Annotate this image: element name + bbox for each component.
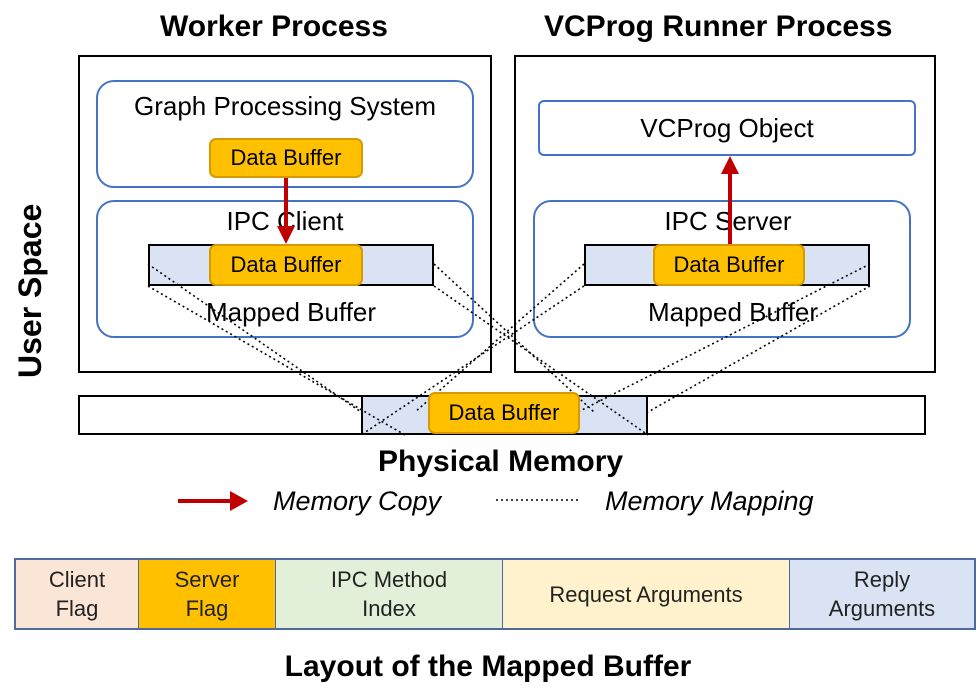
physical-memory-label: Physical Memory — [378, 445, 624, 478]
worker-data-buffer: Data Buffer — [209, 138, 363, 178]
worker-process-title: Worker Process — [160, 10, 388, 43]
segment-request-arguments: Request Arguments — [503, 560, 790, 628]
segment-client-flag: Client Flag — [16, 560, 139, 628]
physical-data-buffer: Data Buffer — [428, 392, 580, 434]
runner-process-title: VCProg Runner Process — [544, 10, 893, 43]
server-data-buffer: Data Buffer — [653, 244, 805, 286]
mapping-line — [433, 263, 595, 413]
segment-label: Server Flag — [174, 567, 240, 621]
legend-memory-mapping: Memory Mapping — [605, 486, 814, 516]
graph-processing-system-label: Graph Processing System — [133, 91, 436, 121]
server-mapped-buffer-label: Mapped Buffer — [647, 297, 819, 327]
segment-label: Client Flag — [48, 567, 106, 621]
client-mapped-buffer-label: Mapped Buffer — [205, 297, 377, 327]
copy-arrow-server-head — [721, 156, 739, 174]
legend-copy-arrow-head — [230, 491, 248, 511]
layout-caption: Layout of the Mapped Buffer — [284, 650, 692, 683]
vcprog-object-box — [538, 100, 916, 156]
client-data-buffer: Data Buffer — [209, 244, 363, 286]
segment-label: Request Arguments — [549, 581, 743, 607]
vcprog-object-label: VCProg Object — [640, 113, 814, 143]
mapping-line — [147, 263, 362, 413]
segment-ipc-method-index: IPC Method Index — [276, 560, 503, 628]
memory-mapping-lines — [147, 263, 871, 501]
segment-server-flag: Server Flag — [139, 560, 276, 628]
mapping-line — [433, 285, 649, 436]
segment-label: IPC Method Index — [330, 567, 448, 621]
copy-arrow-client-head — [277, 226, 295, 244]
mapping-line — [414, 263, 585, 413]
mapping-line — [577, 263, 871, 413]
memory-copy-arrows — [178, 156, 739, 511]
legend-memory-copy: Memory Copy — [273, 486, 442, 516]
mapping-line — [647, 285, 871, 413]
layout-outline — [14, 558, 976, 630]
mapping-line — [147, 285, 406, 436]
segment-label: Reply Arguments — [828, 567, 936, 621]
segment-reply-arguments: Reply Arguments — [790, 560, 974, 628]
